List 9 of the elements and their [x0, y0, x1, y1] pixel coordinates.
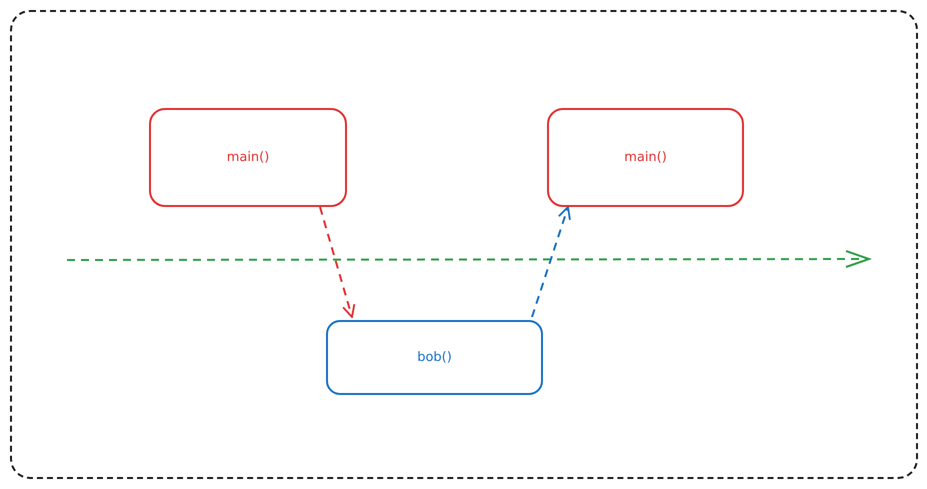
- dashed-frame: [10, 10, 918, 479]
- function-box: [326, 320, 543, 395]
- function-box: [547, 108, 744, 207]
- arrow: [531, 206, 571, 318]
- arrow: [319, 206, 356, 318]
- function-label: main(): [624, 150, 667, 165]
- function-label: main(): [226, 150, 270, 165]
- function-label: bob(): [417, 350, 452, 365]
- function-box: [149, 108, 347, 207]
